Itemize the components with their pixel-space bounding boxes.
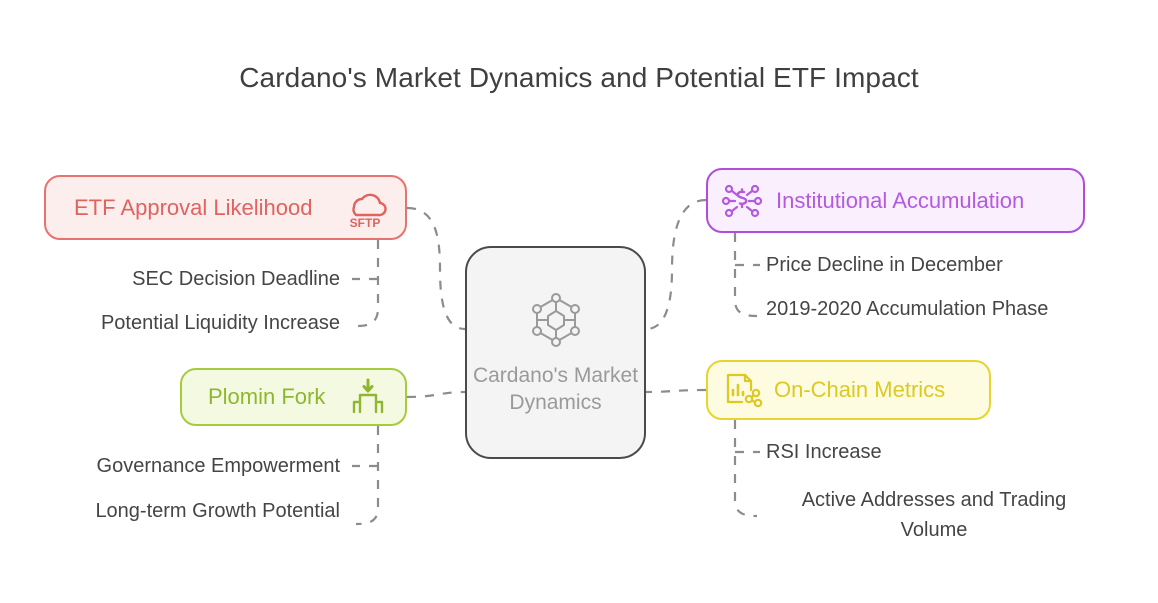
branch-node-plomin-fork[interactable]: Plomin Fork [180,368,407,426]
blockchain-hexagon-network-icon [526,290,586,350]
branch-node-institutional-accumulation[interactable]: Institutional Accumulation [706,168,1085,233]
sub-item-onchain-2[interactable]: Active Addresses and Trading Volume [801,489,1067,541]
sub-item-institutional-2[interactable]: 2019-2020 Accumulation Phase [766,298,1049,320]
cloud-sftp-icon-text: SFTP [350,216,381,230]
branch-label-etf: ETF Approval Likelihood [74,194,313,220]
page-title: Cardano's Market Dynamics and Potential … [239,62,919,93]
center-node-cardano-market-dynamics[interactable]: Cardano's Market Dynamics [465,246,646,459]
wire-plomin-children-spine [355,426,380,526]
wire-institutional-children-spine [733,233,758,318]
branch-node-on-chain-metrics[interactable]: On-Chain Metrics [706,360,991,420]
wire-onchain-children-spine [733,420,758,518]
branch-node-etf-approval-likelihood[interactable]: ETF Approval Likelihood SFTP [44,175,407,240]
branch-label-institutional: Institutional Accumulation [776,187,1025,213]
wire-plomin-to-center [406,390,466,399]
wire-onchain-to-center [645,388,707,394]
sub-item-plomin-1[interactable]: Governance Empowerment [96,455,340,477]
branch-label-plomin: Plomin Fork [208,384,326,409]
branch-label-onchain: On-Chain Metrics [774,377,946,402]
fork-merge-download-icon [345,376,391,418]
wire-etf-children-spine [355,240,380,328]
sub-item-onchain-1[interactable]: RSI Increase [766,441,882,463]
cloud-sftp-icon: SFTP [341,186,389,230]
sub-item-institutional-1[interactable]: Price Decline in December [766,254,1003,276]
wire-etf-to-center [406,206,466,331]
center-node-label: Cardano's Market Dynamics [472,363,639,414]
document-chart-share-icon [720,368,764,412]
sub-item-etf-2[interactable]: Potential Liquidity Increase [100,312,340,334]
sub-item-etf-1[interactable]: SEC Decision Deadline [132,268,340,290]
wire-institutional-to-center [645,198,707,331]
sub-item-plomin-2[interactable]: Long-term Growth Potential [95,500,340,522]
money-network-nodes-icon [720,179,764,223]
